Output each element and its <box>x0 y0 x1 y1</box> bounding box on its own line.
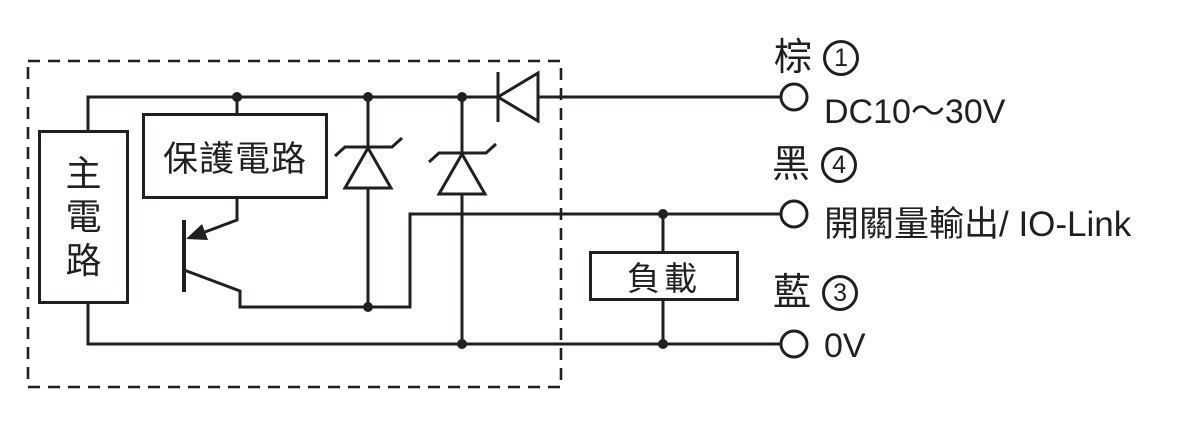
reverse-protection-diode <box>495 70 540 124</box>
terminal-circle-pin4 <box>779 199 809 229</box>
junction-dots <box>232 92 668 349</box>
zener1-triangle-icon <box>342 144 394 190</box>
junction-dot <box>457 339 467 349</box>
junction-dot <box>658 209 668 219</box>
protection-circuit-box: 保護電路 <box>142 113 328 199</box>
wire-color-label: 棕 <box>774 37 813 79</box>
wire-color-label: 黑 <box>772 144 811 186</box>
transistor-base-arrow-icon <box>186 224 208 240</box>
terminal-function-label: 開關量輸出/ IO-Link <box>824 205 1132 244</box>
terminal-function-label: DC10～30V <box>824 93 1006 131</box>
junction-dot <box>232 92 242 102</box>
supply-top-wire <box>86 95 497 131</box>
junction-dot <box>363 302 373 312</box>
terminal-circles <box>779 82 809 359</box>
main-circuit-box: 主電路 <box>38 130 129 304</box>
wires <box>86 95 781 346</box>
diode-triangle-icon <box>495 70 540 124</box>
pin-number-badge: 1 <box>823 40 860 76</box>
pin-number-badge: 3 <box>822 275 859 311</box>
main-circuit-label: 主電路 <box>65 153 102 281</box>
output-wire <box>183 212 781 309</box>
terminal-header-pin1: 棕 1 <box>774 37 860 79</box>
load-box: 負載 <box>589 251 739 301</box>
zener-diode-2 <box>427 142 498 196</box>
load-label: 負載 <box>627 260 701 297</box>
terminal-circle-pin1 <box>779 82 809 112</box>
terminal-header-pin4: 黑 4 <box>772 144 858 186</box>
terminal-header-pin3: 藍 3 <box>773 272 859 314</box>
transistor-base-lead <box>204 198 239 234</box>
zener-diode-1 <box>333 136 404 190</box>
dashed-enclosure-border <box>26 59 563 389</box>
zero-volt-wire <box>86 303 781 346</box>
pin-number-badge: 4 <box>821 147 858 183</box>
wire-color-label: 藍 <box>773 272 812 314</box>
terminal-function-label: 0V <box>824 327 866 365</box>
junction-dot <box>457 92 467 102</box>
transistor <box>182 220 208 292</box>
junction-dot <box>658 339 668 349</box>
zener2-triangle-icon <box>436 150 488 196</box>
junction-dot <box>363 92 373 102</box>
protection-circuit-label: 保護電路 <box>162 139 307 179</box>
terminal-circle-pin3 <box>779 329 809 359</box>
